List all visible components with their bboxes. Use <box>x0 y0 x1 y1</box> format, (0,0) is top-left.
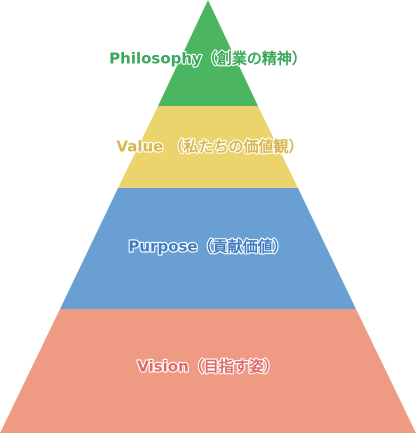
tier-value <box>118 106 298 188</box>
tier-philosophy-label: Philosophy（創業の精神） <box>109 50 307 68</box>
tier-vision <box>0 309 416 433</box>
tier-purpose <box>60 188 356 309</box>
tier-vision-label: Vision（目指す姿） <box>137 358 279 376</box>
tier-value-label: Value （私たちの価値観） <box>116 138 303 156</box>
tier-purpose-label: Purpose（貢献価値） <box>128 238 287 256</box>
tier-philosophy <box>158 0 258 106</box>
